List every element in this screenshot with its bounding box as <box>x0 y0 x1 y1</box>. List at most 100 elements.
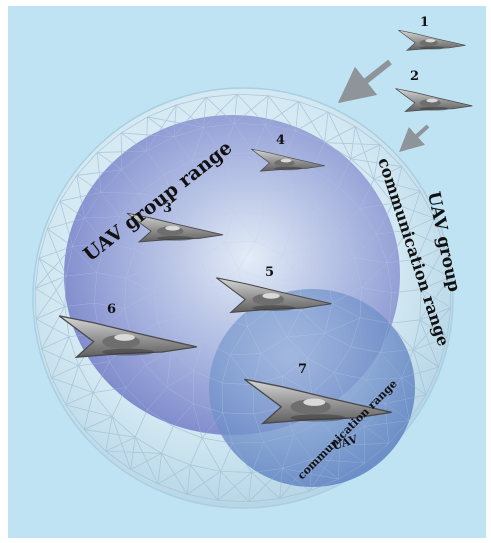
mesh-edge <box>434 218 445 248</box>
mesh-edge <box>193 370 223 384</box>
mesh-edge <box>65 392 94 406</box>
mesh-edge <box>38 228 48 259</box>
mesh-edge <box>220 470 252 473</box>
mesh-edge <box>65 246 73 277</box>
mesh-edge <box>391 289 422 294</box>
mesh-edge <box>373 144 381 180</box>
mesh-edge <box>355 126 381 146</box>
mesh-edge <box>339 443 389 446</box>
mesh-edge <box>217 500 249 503</box>
mesh-edge <box>416 259 422 290</box>
mesh-edge <box>279 490 310 499</box>
mesh-edge <box>157 464 191 485</box>
mesh-edge <box>449 277 452 308</box>
mesh-edge <box>392 202 435 219</box>
mesh-edge <box>438 337 448 368</box>
mesh-edge <box>201 181 233 189</box>
mesh-edge <box>189 437 203 466</box>
mesh-edge <box>47 200 61 230</box>
mesh-edge <box>166 387 194 404</box>
mesh-edge <box>266 279 300 281</box>
mesh-edge <box>318 186 339 209</box>
mesh-edge <box>201 188 204 220</box>
mesh-edge <box>389 319 420 324</box>
mesh-edge <box>221 354 231 383</box>
mesh-edge <box>339 444 366 464</box>
mesh-edge <box>350 158 402 167</box>
mesh-edge <box>321 421 340 446</box>
mesh-edge <box>373 144 381 180</box>
mesh-edge <box>84 192 102 219</box>
mesh-edge <box>234 95 269 124</box>
mesh-edge <box>224 240 256 243</box>
mesh-edge <box>192 153 223 162</box>
mesh-edge <box>41 306 66 350</box>
mesh-edge <box>157 483 188 495</box>
mesh-edge <box>83 416 113 430</box>
mesh-edge <box>334 346 352 373</box>
mesh-edge <box>120 116 148 134</box>
mesh-edge <box>38 246 73 259</box>
mesh-edge <box>401 349 414 378</box>
mesh-edge <box>419 319 448 339</box>
mesh-edge <box>215 287 244 299</box>
mesh-edge <box>253 152 264 184</box>
mesh-edge <box>161 453 188 495</box>
mesh-edge <box>338 158 352 187</box>
mesh-edge <box>416 259 451 278</box>
mesh-edge <box>105 450 162 454</box>
mesh-edge <box>248 472 252 502</box>
mesh-edge <box>105 450 131 470</box>
mesh-edge <box>135 436 162 454</box>
mesh-edge <box>299 273 329 281</box>
mesh-edge <box>134 248 162 264</box>
mesh-edge <box>449 277 452 308</box>
mesh-edge <box>38 258 66 307</box>
mesh-edge <box>38 257 67 277</box>
mesh-edge <box>217 471 221 501</box>
mesh-edge <box>173 104 177 137</box>
mesh-edge <box>364 420 410 427</box>
mesh-edge <box>34 258 40 289</box>
mesh-edge <box>318 208 341 232</box>
uav-number-label: 5 <box>265 265 274 280</box>
mesh-edge <box>201 188 234 212</box>
mesh-edge <box>147 387 168 410</box>
mesh-edge <box>292 192 320 209</box>
mesh-edge <box>265 101 299 125</box>
mesh-edge <box>35 318 42 349</box>
mesh-edge <box>270 308 288 338</box>
mesh-edge <box>307 358 312 394</box>
mesh-edge <box>392 166 403 204</box>
mesh-edge <box>105 436 136 452</box>
mesh-edge <box>380 352 402 379</box>
mesh-edge <box>268 95 299 102</box>
mesh-edge <box>380 349 414 353</box>
mesh-edge <box>366 379 386 404</box>
mesh-edge <box>265 124 285 159</box>
mesh-edge <box>282 458 313 469</box>
mesh-edge <box>59 200 85 219</box>
uav-number-label: 6 <box>107 302 116 317</box>
mesh-edge <box>384 403 389 444</box>
approach-arrow-2 <box>399 124 430 153</box>
mesh-edge <box>354 126 375 180</box>
mesh-edge <box>312 169 339 187</box>
mesh-edge <box>51 377 67 405</box>
mesh-edge <box>94 302 125 309</box>
mesh-edge <box>41 336 70 350</box>
mesh-edge <box>265 254 284 280</box>
mesh-edge <box>355 126 381 146</box>
mesh-edge <box>161 426 174 454</box>
mesh-edge <box>59 175 78 202</box>
mesh-edge <box>72 246 97 273</box>
mesh-edge <box>434 218 445 248</box>
mesh-edge <box>173 97 207 138</box>
mesh-edge <box>130 437 136 470</box>
mesh-edge <box>312 458 365 464</box>
uav-number-label: 2 <box>410 69 419 84</box>
mesh-edge <box>146 136 175 152</box>
mesh-edge <box>153 285 186 293</box>
mesh-edge <box>324 332 352 348</box>
